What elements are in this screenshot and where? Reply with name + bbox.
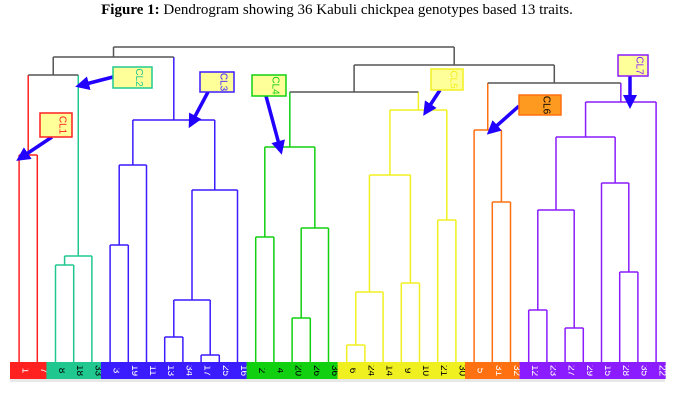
cluster-label: CL2	[133, 68, 144, 87]
leaf-label: 11	[147, 365, 158, 376]
leaf-label: 21	[438, 365, 449, 377]
cluster-label: CL6	[541, 96, 552, 115]
callout-arrow-icon	[264, 95, 285, 155]
leaf-cell	[410, 362, 430, 379]
cluster-label-box	[199, 71, 235, 93]
leaf-cell	[392, 362, 411, 379]
leaf-label: 33	[92, 365, 103, 377]
leaf-label: 36	[329, 365, 340, 377]
leaf-label: 9	[402, 368, 413, 374]
cluster-label-box	[518, 94, 562, 116]
leaf-cell	[155, 362, 175, 379]
leaf-label: 6	[347, 368, 358, 374]
cluster-label: CL3	[218, 73, 229, 92]
leaf-label: 27	[566, 365, 577, 377]
leaf-cell	[628, 362, 648, 379]
leaf-cell	[428, 362, 448, 379]
leaf-label: 19	[129, 365, 140, 377]
callout-arrow-icon	[486, 104, 521, 135]
leaf-label: 20	[293, 365, 304, 377]
figure-title: Figure 1: Dendrogram showing 36 Kabuli c…	[0, 2, 674, 19]
cluster-label-box	[39, 112, 73, 138]
leaf-cell	[283, 362, 302, 379]
leaf-cell	[483, 362, 502, 379]
strip-shadow	[10, 379, 665, 382]
cluster-label: CL5	[448, 70, 459, 89]
cluster-label-box	[251, 74, 287, 97]
leaf-label: 18	[74, 365, 85, 377]
leaf-cell	[173, 362, 193, 379]
cluster-label: CL1	[57, 116, 68, 135]
callout-arrow-icon	[16, 135, 53, 161]
cluster-label-box	[617, 54, 649, 77]
leaf-label: 32	[511, 365, 522, 377]
leaf-label: 2	[256, 368, 267, 374]
leaf-label: 30	[456, 365, 467, 377]
leaf-label: 12	[529, 365, 540, 377]
leaf-label: 7	[38, 368, 49, 374]
leaf-cell	[355, 362, 375, 379]
leaf-label: 15	[602, 365, 613, 377]
callout-arrow-icon	[75, 75, 114, 91]
callout-arrow-icon	[188, 91, 210, 129]
leaf-label: 22	[657, 365, 668, 377]
leaf-label: 34	[183, 365, 194, 377]
cluster-label: CL4	[270, 76, 281, 95]
leaf-cell	[28, 362, 47, 379]
leaf-label: 24	[365, 365, 376, 377]
leaf-label: 14	[384, 365, 395, 377]
callout-arrow-icon	[423, 89, 442, 116]
dendrogram-links	[18, 46, 657, 362]
leaf-label: 8	[56, 368, 67, 374]
leaf-cell	[210, 362, 229, 379]
leaf-label: 4	[274, 368, 285, 374]
leaf-label: 16	[238, 365, 249, 377]
leaf-cell	[592, 362, 612, 379]
leaf-label: 10	[420, 365, 431, 377]
leaf-label: 17	[202, 365, 213, 377]
leaf-cell	[119, 362, 138, 379]
leaf-cell	[319, 362, 339, 379]
leaf-label: 35	[638, 365, 649, 377]
leaf-cell	[137, 362, 157, 379]
leaf-cell	[537, 362, 557, 379]
leaf-cell	[10, 362, 29, 379]
leaf-cell	[64, 362, 84, 379]
leaf-cell	[574, 362, 593, 379]
leaf-cell	[228, 362, 248, 379]
leaf-cell	[301, 362, 320, 379]
leaf-label: 1	[20, 368, 31, 374]
leaf-cell	[101, 362, 120, 379]
leaf-cell	[374, 362, 393, 379]
leaf-cell	[501, 362, 521, 379]
cluster-label: CL7	[634, 56, 645, 75]
leaf-cell	[337, 362, 357, 379]
leaf-label: 31	[493, 365, 504, 377]
leaf-cell	[610, 362, 630, 379]
leaf-cell	[82, 362, 102, 379]
leaf-label: 26	[311, 365, 322, 377]
leaf-cell	[246, 362, 266, 379]
leaf-label: 25	[220, 365, 231, 377]
leaf-cell	[519, 362, 539, 379]
leaf-cell	[264, 362, 284, 379]
leaf-cell	[465, 362, 484, 379]
figure-number: Figure 1:	[101, 2, 160, 18]
leaf-label: 29	[584, 365, 595, 377]
leaf-cell	[446, 362, 466, 379]
figure-caption: Dendrogram showing 36 Kabuli chickpea ge…	[159, 2, 573, 18]
leaf-label: 3	[111, 368, 122, 374]
leaf-label: 5	[475, 368, 486, 374]
leaf-label: 23	[547, 365, 558, 377]
leaf-label: 13	[165, 365, 176, 377]
cluster-label-box	[112, 66, 153, 89]
leaf-cell	[46, 362, 66, 379]
cluster-label-box	[430, 68, 464, 91]
leaf-cell	[647, 362, 666, 379]
leaf-label: 28	[620, 365, 631, 377]
leaf-cell	[556, 362, 575, 379]
leaf-cell	[192, 362, 211, 379]
